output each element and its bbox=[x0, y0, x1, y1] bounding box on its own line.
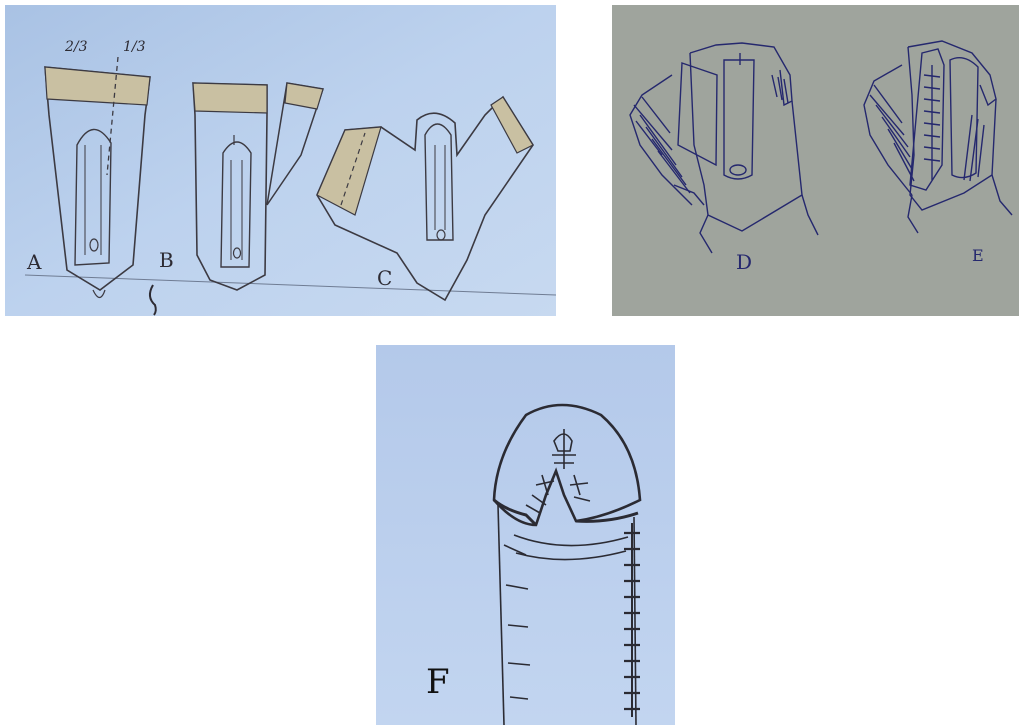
label-d: D bbox=[736, 250, 752, 274]
sketch-de-drawing: D E bbox=[612, 5, 1019, 316]
panel-abc-sketch: 2/3 1/3 A B C bbox=[5, 5, 556, 316]
paper-background bbox=[376, 345, 675, 725]
label-b: B bbox=[159, 248, 174, 272]
label-one-third: 1/3 bbox=[123, 39, 146, 55]
label-f: F bbox=[426, 662, 450, 702]
panel-de-sketch: D E bbox=[612, 5, 1019, 316]
sketch-f-drawing: F bbox=[376, 345, 675, 725]
paper-background bbox=[5, 5, 556, 316]
label-two-thirds: 2/3 bbox=[64, 39, 88, 55]
panel-f-sketch: F bbox=[376, 345, 675, 725]
label-e: E bbox=[972, 246, 984, 265]
sketch-abc-drawing: 2/3 1/3 A B C bbox=[5, 5, 556, 316]
label-a: A bbox=[26, 250, 42, 274]
label-c: C bbox=[377, 266, 392, 290]
